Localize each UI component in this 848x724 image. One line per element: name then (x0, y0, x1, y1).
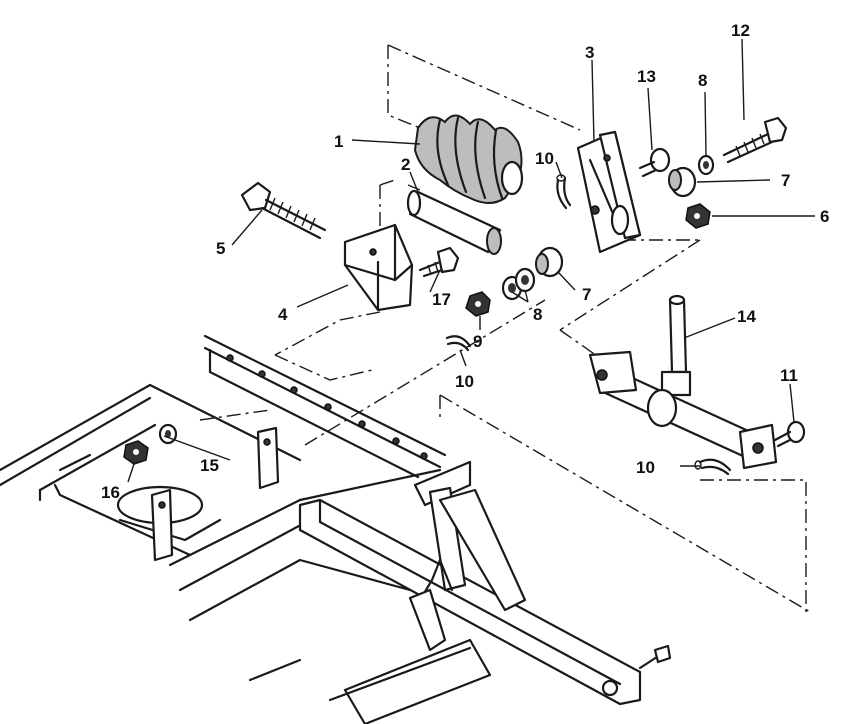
upper-bracket-part-3 (576, 130, 642, 254)
callout-12: 12 (731, 21, 750, 40)
callout-2: 2 (401, 155, 410, 174)
callout-10c: 10 (636, 458, 655, 477)
callout-labels: 1 2 3 4 5 6 7 7 8 8 9 10 10 10 11 12 13 … (101, 21, 829, 502)
clevis-pin-part-11 (773, 420, 806, 448)
nut-part-9 (465, 291, 491, 317)
callout-10a: 10 (535, 149, 554, 168)
short-bolt-part-17 (418, 246, 460, 278)
bushing-part-7a (668, 166, 697, 198)
callout-16: 16 (101, 483, 120, 502)
callout-10b: 10 (455, 372, 474, 391)
callout-7b: 7 (582, 285, 591, 304)
lock-washer-part-15 (158, 423, 178, 445)
tractor-frame (0, 334, 672, 724)
callout-11: 11 (780, 366, 798, 385)
callout-15: 15 (200, 456, 219, 475)
leader-lines (127, 38, 815, 483)
bolt-part-12 (722, 116, 788, 164)
cotter-pin-part-10a (556, 174, 572, 210)
lift-link-part-14 (588, 294, 778, 470)
pin-part-13 (638, 147, 671, 178)
callout-4: 4 (278, 305, 288, 324)
bushing-part-7b (535, 246, 564, 278)
callout-8a: 8 (698, 71, 707, 90)
callout-7a: 7 (781, 171, 790, 190)
long-bolt-part-5 (240, 181, 327, 240)
callout-3: 3 (585, 43, 594, 62)
callout-8b: 8 (533, 305, 542, 324)
callout-9: 9 (473, 332, 482, 351)
callout-17: 17 (432, 290, 451, 309)
bellows-cushion-part-1 (413, 114, 524, 204)
washer-part-8b (501, 267, 536, 301)
cotter-pin-part-10c (694, 458, 732, 476)
callout-5: 5 (216, 239, 225, 258)
cotter-pin-part-10b (445, 335, 472, 352)
nut-part-6 (685, 203, 711, 229)
lower-bracket-part-4 (343, 223, 414, 312)
washer-part-8a (697, 154, 715, 176)
spacer-tube-part-2 (406, 189, 502, 255)
callout-6: 6 (820, 207, 829, 226)
nut-part-16 (123, 440, 149, 465)
callout-13: 13 (637, 67, 656, 86)
callout-14: 14 (737, 307, 756, 326)
callout-1: 1 (334, 132, 343, 151)
assembly-dash-lines (199, 44, 811, 613)
